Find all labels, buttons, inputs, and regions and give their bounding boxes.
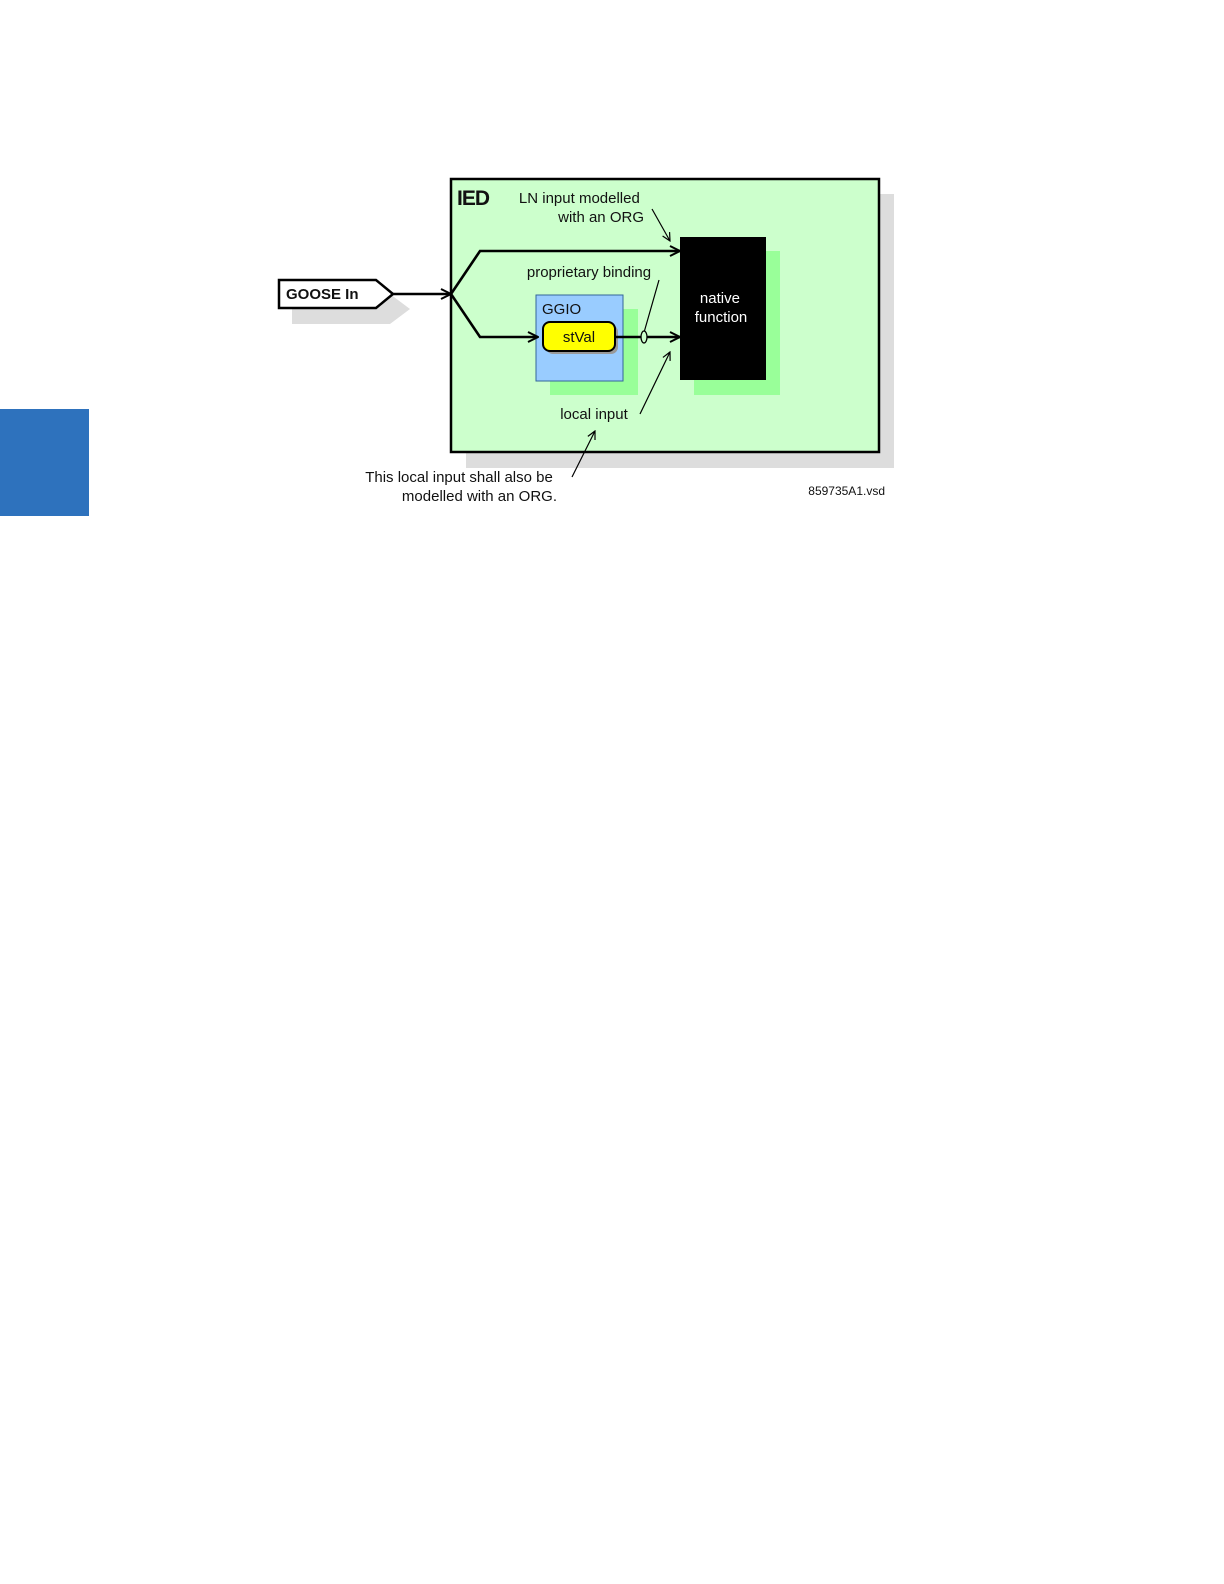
note-label-line1: This local input shall also be [365,469,553,486]
local-input-label: local input [560,406,628,423]
goose-in-label: GOOSE In [286,286,359,303]
ln-input-label-line1: LN input modelled [519,190,640,207]
note-label: This local input shall also be modelled … [365,469,557,505]
ied-box [451,179,879,452]
drawing-file-id: 859735A1.vsd [808,484,885,498]
ln-input-label-line2: with an ORG [557,209,644,226]
note-label-line2: modelled with an ORG. [402,488,557,505]
binding-marker [641,331,647,343]
ied-title: IED [457,187,490,210]
native-function-line2: function [695,309,748,326]
ggio-title: GGIO [542,301,581,318]
stval-label: stVal [563,329,595,346]
native-function-line1: native [700,290,740,307]
proprietary-binding-label: proprietary binding [527,264,651,281]
